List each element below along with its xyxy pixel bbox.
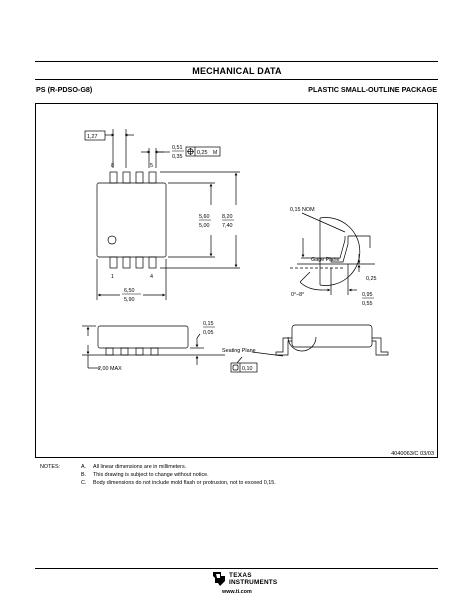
brand-line-2: INSTRUMENTS (229, 579, 278, 586)
position-tolerance: 0,25 (197, 150, 208, 156)
lead-width-min: 0,35 (172, 154, 183, 160)
pin-8-label: 8 (111, 163, 114, 169)
gage-plane-label: Gage Plane (311, 257, 339, 263)
top-rule (35, 61, 438, 62)
package-body-top-view (96, 182, 167, 258)
overall-width-max: 8,20 (222, 214, 233, 220)
title-rule (35, 79, 438, 80)
lead-width-max: 0,51 (172, 145, 183, 151)
notes-label: NOTES: (40, 464, 61, 470)
ti-logo-icon (213, 572, 225, 586)
package-code: PS (R-PDSO-G8) (36, 85, 93, 94)
package-body-side-view (97, 325, 189, 349)
footer-rule (35, 568, 438, 569)
body-length-max: 6,50 (124, 288, 135, 294)
coplanarity: 0,10 (242, 366, 253, 372)
body-width-max: 5,60 (199, 214, 210, 220)
drawing-frame (35, 103, 438, 458)
body-width-min: 5,00 (199, 223, 210, 229)
gage-dimension: 0,25 (366, 276, 377, 282)
body-length-min: 5,90 (124, 297, 135, 303)
pin-4-label: 4 (150, 274, 153, 280)
pin-1-label: 1 (111, 274, 114, 280)
brand-line-1: TEXAS (229, 572, 252, 579)
detail-view-outline (319, 217, 361, 286)
overall-width-min: 7,40 (222, 223, 233, 229)
svg-text:M: M (213, 150, 217, 156)
height-max: 2,00 MAX (98, 366, 122, 372)
note-b-text: This drawing is subject to change withou… (93, 472, 209, 478)
website-link[interactable]: www.ti.com (222, 589, 252, 595)
note-c-text: Body dimensions do not include mold flas… (93, 480, 276, 486)
foot-length-max: 0,95 (362, 292, 373, 298)
note-c-letter: C. (81, 480, 87, 486)
note-a-text: All linear dimensions are in millimeters… (93, 464, 187, 470)
pin-5-label: 5 (150, 163, 153, 169)
lead-angle: 0°–8° (291, 292, 304, 298)
note-a-letter: A. (81, 464, 87, 470)
pitch-dimension: 1,27 (87, 134, 98, 140)
standoff-max: 0,15 (203, 321, 214, 327)
lead-thickness: 0,15 NOM (290, 207, 315, 213)
seating-plane-label: Seating Plane (222, 348, 256, 354)
standoff-min: 0,05 (203, 330, 214, 336)
page-title: MECHANICAL DATA (192, 66, 282, 76)
package-name: PLASTIC SMALL-OUTLINE PACKAGE (308, 85, 437, 94)
note-b-letter: B. (81, 472, 87, 478)
foot-length-min: 0,55 (362, 301, 373, 307)
drawing-number: 4040063/C 03/03 (391, 451, 434, 457)
pin1-indicator (107, 235, 117, 245)
